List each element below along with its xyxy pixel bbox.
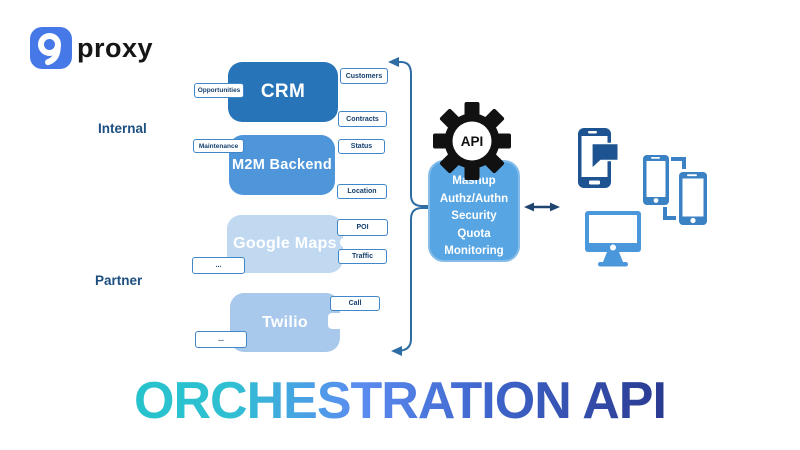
service-box-m2m-backend: M2M Backend — [229, 135, 335, 195]
endpoint-call: Call — [330, 296, 380, 311]
arrowhead-top-left-icon — [388, 57, 399, 67]
endpoint-traffic: Traffic — [338, 249, 387, 264]
api-badge-label: API — [461, 134, 484, 149]
service-box-twilio: Twilio — [230, 293, 340, 352]
service-box-google-maps: Google Maps — [227, 215, 343, 273]
endpoint-poi: POI — [337, 219, 388, 236]
endpoint-contracts: Contracts — [338, 111, 387, 127]
brand-name: proxy — [77, 33, 154, 63]
endpoint-blank-m2m — [341, 157, 384, 182]
double-arrow-left-head-icon — [524, 202, 534, 212]
capability-authz-authn: Authz/Authn — [439, 192, 509, 205]
endpoint-customers: Customers — [340, 68, 388, 84]
endpoint-blank-crm — [343, 87, 387, 109]
endpoint-blank-google-maps — [340, 238, 385, 247]
phones-sync-icon — [643, 155, 707, 225]
page-title-text: ORCHESTRATION API — [134, 372, 667, 430]
tier-label-partner: Partner — [95, 273, 143, 288]
endpoint-status: Status — [338, 139, 385, 154]
page-title: ORCHESTRATION API — [0, 371, 800, 431]
capability-monitoring: Monitoring — [444, 245, 504, 257]
endpoint-maintenance: Maintenance — [193, 139, 244, 153]
endpoint-opportunities: Opportunities — [194, 83, 244, 98]
nine-badge-icon — [30, 27, 72, 69]
endpoint-blank-twilio — [328, 313, 378, 329]
capability-quota: Quota — [457, 227, 491, 240]
desktop-monitor-icon — [585, 211, 641, 267]
api-gear-icon: API — [433, 102, 511, 180]
gateway-capabilities-box: Mashup Authz/Authn Security Quota Monito… — [428, 160, 520, 262]
smartphone-chat-icon — [578, 128, 620, 188]
brand-logo: proxy — [30, 27, 153, 69]
tier-label-internal: Internal — [98, 121, 147, 136]
capability-mashup: Mashup — [452, 175, 496, 187]
endpoint-ellipsis-google-maps: ... — [192, 257, 245, 274]
double-arrow-right-head-icon — [550, 202, 560, 212]
arrowhead-bottom-left-icon — [391, 346, 402, 356]
endpoint-location: Location — [337, 184, 387, 199]
service-box-crm: CRM — [228, 62, 338, 122]
endpoint-ellipsis-twilio: ... — [195, 331, 247, 348]
capability-security: Security — [451, 210, 497, 222]
